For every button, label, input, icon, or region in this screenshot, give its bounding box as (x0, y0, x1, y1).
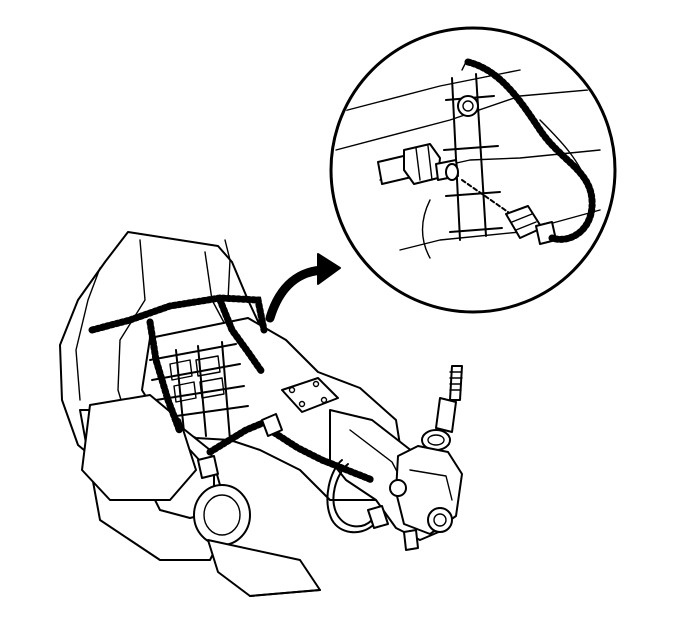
detail-circle-border (329, 26, 617, 314)
transmission-assembly (59, 231, 463, 597)
detail-view (329, 26, 617, 314)
exhaust-tube (81, 394, 197, 501)
harness-clip (197, 455, 219, 479)
callout-arrow (265, 253, 341, 323)
wiring-harness-detail (461, 58, 596, 243)
shift-lever (421, 365, 463, 451)
sensor (377, 143, 459, 185)
wiring-harness-main (88, 294, 389, 534)
top-cover-plate (281, 377, 339, 413)
sensor-connector (461, 179, 557, 245)
mounting-bracket (443, 73, 503, 241)
case-ribs (149, 341, 249, 441)
